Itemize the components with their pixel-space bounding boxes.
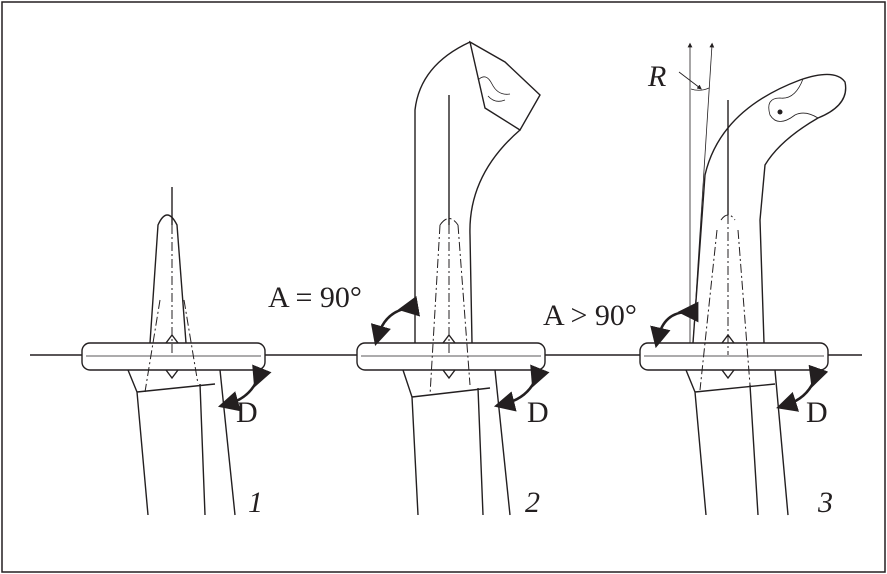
disc-2 [356,342,546,371]
bent-tip [414,41,521,344]
shaft-1 [127,369,236,516]
angle-arrow-2 [370,295,421,346]
angle-label-3: A > 90° [543,299,637,332]
rotation-label: D [236,396,258,429]
radius-label: R [647,60,666,93]
disc-1 [81,342,266,371]
tip-cap [468,40,541,131]
figure-number: 2 [525,486,540,519]
figure-3: R A > 90° D 3 [543,42,847,519]
shaft-3 [685,369,789,516]
rotation-arrow-1 [217,364,272,412]
disc-3 [639,342,829,371]
rotation-arrow-2 [493,364,550,412]
figure-number: 3 [817,486,833,519]
straight-tip [149,214,187,344]
rotation-label: D [806,396,828,429]
rotation-label: D [527,396,549,429]
angle-label-2: A = 90° [268,281,362,314]
figure-number: 1 [248,486,263,519]
rotation-arrow-3 [776,364,829,412]
figure-2: A = 90° D 2 [268,40,550,519]
shaft-2 [402,369,511,516]
figure-1: D 1 [81,187,272,519]
bent-tip-3 [692,73,847,344]
angle-arrow-3 [650,301,699,349]
